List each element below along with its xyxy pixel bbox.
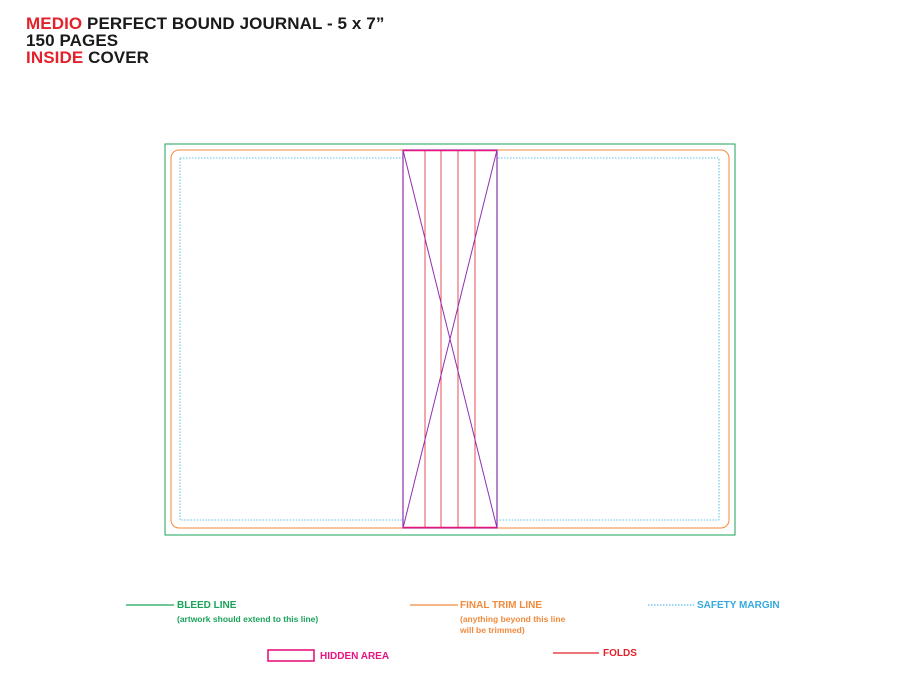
title-cover-label: COVER	[83, 48, 150, 67]
title-accent-medio: MEDIO	[26, 14, 83, 33]
trim-label: FINAL TRIM LINE	[460, 600, 543, 611]
title-line-pages: 150 PAGES	[26, 31, 119, 50]
folds-swatch	[553, 652, 599, 654]
title-accent-inside: INSIDE	[26, 48, 84, 67]
hidden-label: HIDDEN AREA	[320, 651, 390, 662]
bleed-sub: (artwork should extend to this line)	[177, 614, 319, 624]
bleed-line	[164, 143, 736, 536]
title-line-cover: INSIDE COVER	[26, 49, 384, 66]
title-line-product: MEDIO PERFECT BOUND JOURNAL - 5 x 7”	[26, 15, 384, 32]
hidden-area-cross	[402, 149, 498, 529]
folds-label: FOLDS	[603, 648, 637, 659]
fold-lines	[424, 150, 476, 528]
title-block: MEDIO PERFECT BOUND JOURNAL - 5 x 7” 150…	[26, 15, 384, 66]
title-product-name: PERFECT BOUND JOURNAL - 5 x 7”	[82, 14, 385, 33]
hidden-cross-line	[402, 149, 498, 529]
trim-sub-2: will be trimmed)	[460, 625, 525, 635]
hidden-swatch	[267, 649, 315, 662]
trim-sub-1: (anything beyond this line	[460, 614, 566, 624]
safety-swatch	[648, 604, 694, 606]
bleed-swatch	[126, 604, 174, 606]
trim-swatch	[410, 604, 458, 606]
safety-label: SAFETY MARGIN	[697, 600, 780, 611]
bleed-label: BLEED LINE	[177, 600, 237, 611]
